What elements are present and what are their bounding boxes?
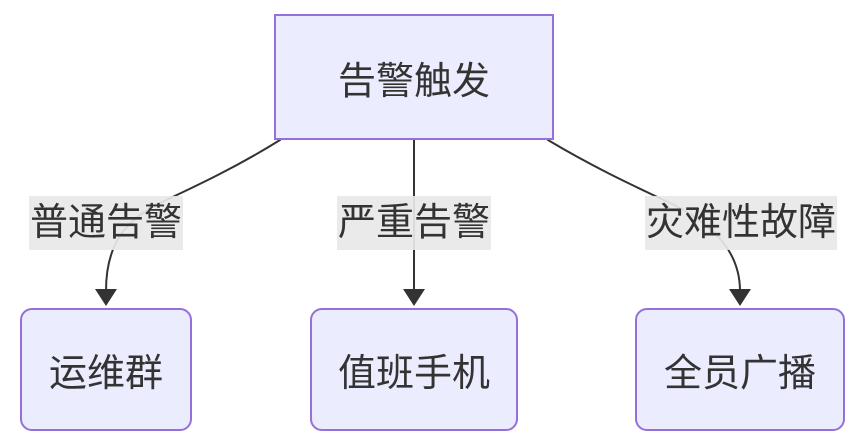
edge-label-severe-alert: 严重告警	[337, 196, 491, 250]
arrowhead-normal-alert	[95, 289, 117, 306]
node-all-broadcast-label: 全员广播	[663, 353, 816, 395]
arrowhead-catastrophic-failure	[729, 289, 751, 306]
node-ops-group: 运维群	[20, 308, 192, 431]
node-duty-phone: 值班手机	[310, 308, 518, 431]
node-all-broadcast: 全员广播	[635, 308, 845, 431]
node-alert-trigger: 告警触发	[274, 14, 554, 140]
arrowhead-severe-alert	[403, 289, 425, 306]
node-alert-trigger-label: 告警触发	[337, 60, 490, 103]
edge-label-catastrophic-failure: 灾难性故障	[645, 196, 837, 250]
node-ops-group-label: 运维群	[48, 353, 163, 395]
node-duty-phone-label: 值班手机	[337, 353, 490, 395]
edge-label-normal-alert: 普通告警	[29, 196, 183, 250]
